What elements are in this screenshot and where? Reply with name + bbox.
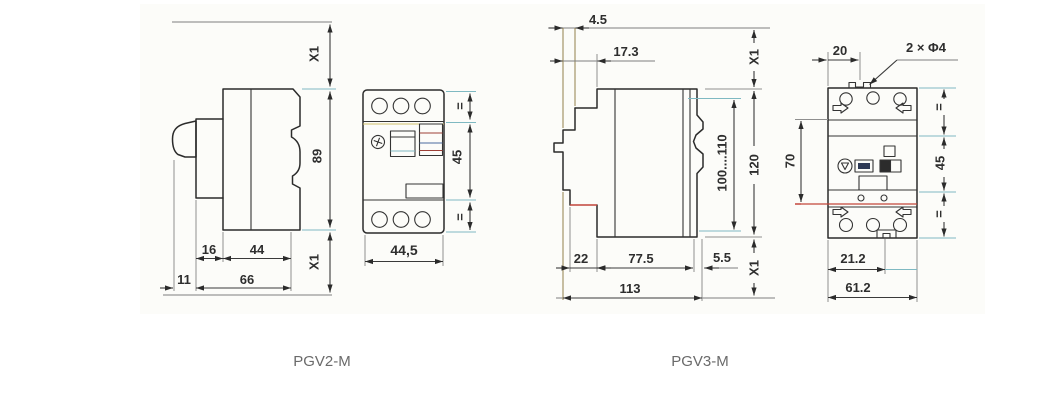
pgv3-side-body-outline [574, 88, 704, 238]
pgv2-dim-total-depth: 66 [240, 272, 254, 287]
indicator-window [883, 145, 896, 158]
pgv3-dim-height: 120 [747, 154, 762, 176]
setting-dial [418, 123, 444, 157]
label-window [858, 175, 888, 191]
arrow-right-icon [832, 102, 849, 114]
pgv2-dim-width: 44,5 [390, 242, 417, 258]
terminal-hole [866, 91, 880, 105]
trip-test-button [837, 158, 853, 174]
terminal-hole [414, 97, 431, 115]
pgv2-front-view: = 45 = 44,5 [362, 89, 476, 266]
pgv3-dim-front-depth: 22 [574, 251, 588, 266]
pgv2-dim-lever-depth: 16 [202, 242, 216, 257]
adjustment-screw-icon [370, 134, 386, 150]
pgv2-dim-x1-top: X1 [307, 46, 322, 62]
bottom-mounting-tab [876, 229, 897, 238]
rocker-switch [389, 130, 416, 158]
arrow-left-icon [895, 102, 912, 114]
pgv3-front-view: 20 2 × Φ4 70 = 45 = 21.2 61.2 [782, 40, 958, 302]
pgv3-front-housing [827, 87, 918, 239]
pgv3-dim-mount-range: 100....110 [715, 134, 730, 191]
pgv3-dim-center-height: 45 [933, 156, 948, 170]
pgv3-dim-slot-offset: 21.2 [840, 251, 865, 266]
pgv3-caption: PGV3-M [671, 353, 729, 370]
pgv3-dim-rail-depth: 5.5 [713, 250, 731, 265]
pgv2-dim-front-offset: 11 [177, 272, 191, 287]
pgv2-side-view: X1 89 X1 16 44 11 66 [160, 21, 336, 296]
arrow-right-icon [832, 206, 849, 218]
pgv3-dim-x1-top: X1 [747, 49, 762, 65]
pgv3-dim-width: 61.2 [845, 280, 870, 295]
pgv2-dim-center-height: 45 [450, 150, 465, 164]
pgv3-dim-step-depth: 17.3 [613, 44, 638, 59]
screw-hole [857, 194, 865, 202]
pgv3-side-front-steps [553, 107, 576, 206]
pgv3-dim-knob-offset: 4.5 [589, 12, 607, 27]
pgv2-side-mount-block [195, 118, 224, 199]
terminal-hole [371, 97, 388, 115]
terminal-hole [865, 217, 881, 233]
top-mounting-tab [848, 81, 872, 88]
terminal-hole [392, 211, 410, 228]
pgv2-side-body-outline [222, 88, 301, 231]
screw-hole [880, 194, 888, 202]
terminal-hole [371, 211, 388, 228]
pgv2-toggle-lever [171, 120, 197, 158]
terminal-hole [839, 92, 853, 106]
terminal-hole [414, 211, 431, 228]
pgv3-dim-hole-offset: 20 [833, 43, 847, 58]
pgv3-dim-x1-bottom: X1 [747, 260, 762, 276]
pgv2-caption: PGV2-M [293, 353, 351, 370]
pgv2-dim-terminal-top: = [453, 102, 468, 110]
terminal-hole [838, 217, 854, 233]
pgv2-dim-body-depth: 44 [250, 242, 265, 257]
pgv3-dim-hole-spacing: 70 [783, 154, 798, 168]
on-button [854, 159, 874, 173]
pgv3-dim-mounting-holes: 2 × Φ4 [906, 40, 947, 55]
pgv2-dim-height: 89 [310, 149, 325, 163]
pgv3-dim-body-depth: 77.5 [628, 251, 653, 266]
terminal-hole [892, 217, 908, 233]
terminal-hole [392, 97, 410, 115]
off-switch [879, 159, 902, 173]
pgv3-side-view: 4.5 17.3 X1 120 X1 100....110 [548, 12, 775, 301]
pgv3-dim-total-depth: 113 [620, 281, 641, 296]
label-window [405, 183, 444, 199]
pgv3-dim-terminal-bottom: = [932, 210, 947, 218]
pgv2-dim-terminal-bottom: = [453, 213, 468, 221]
pgv2-dim-x1-bottom: X1 [307, 254, 322, 270]
pgv3-dim-terminal-top: = [932, 103, 947, 111]
arrow-left-icon [895, 206, 912, 218]
pgv2-front-housing [362, 89, 445, 234]
